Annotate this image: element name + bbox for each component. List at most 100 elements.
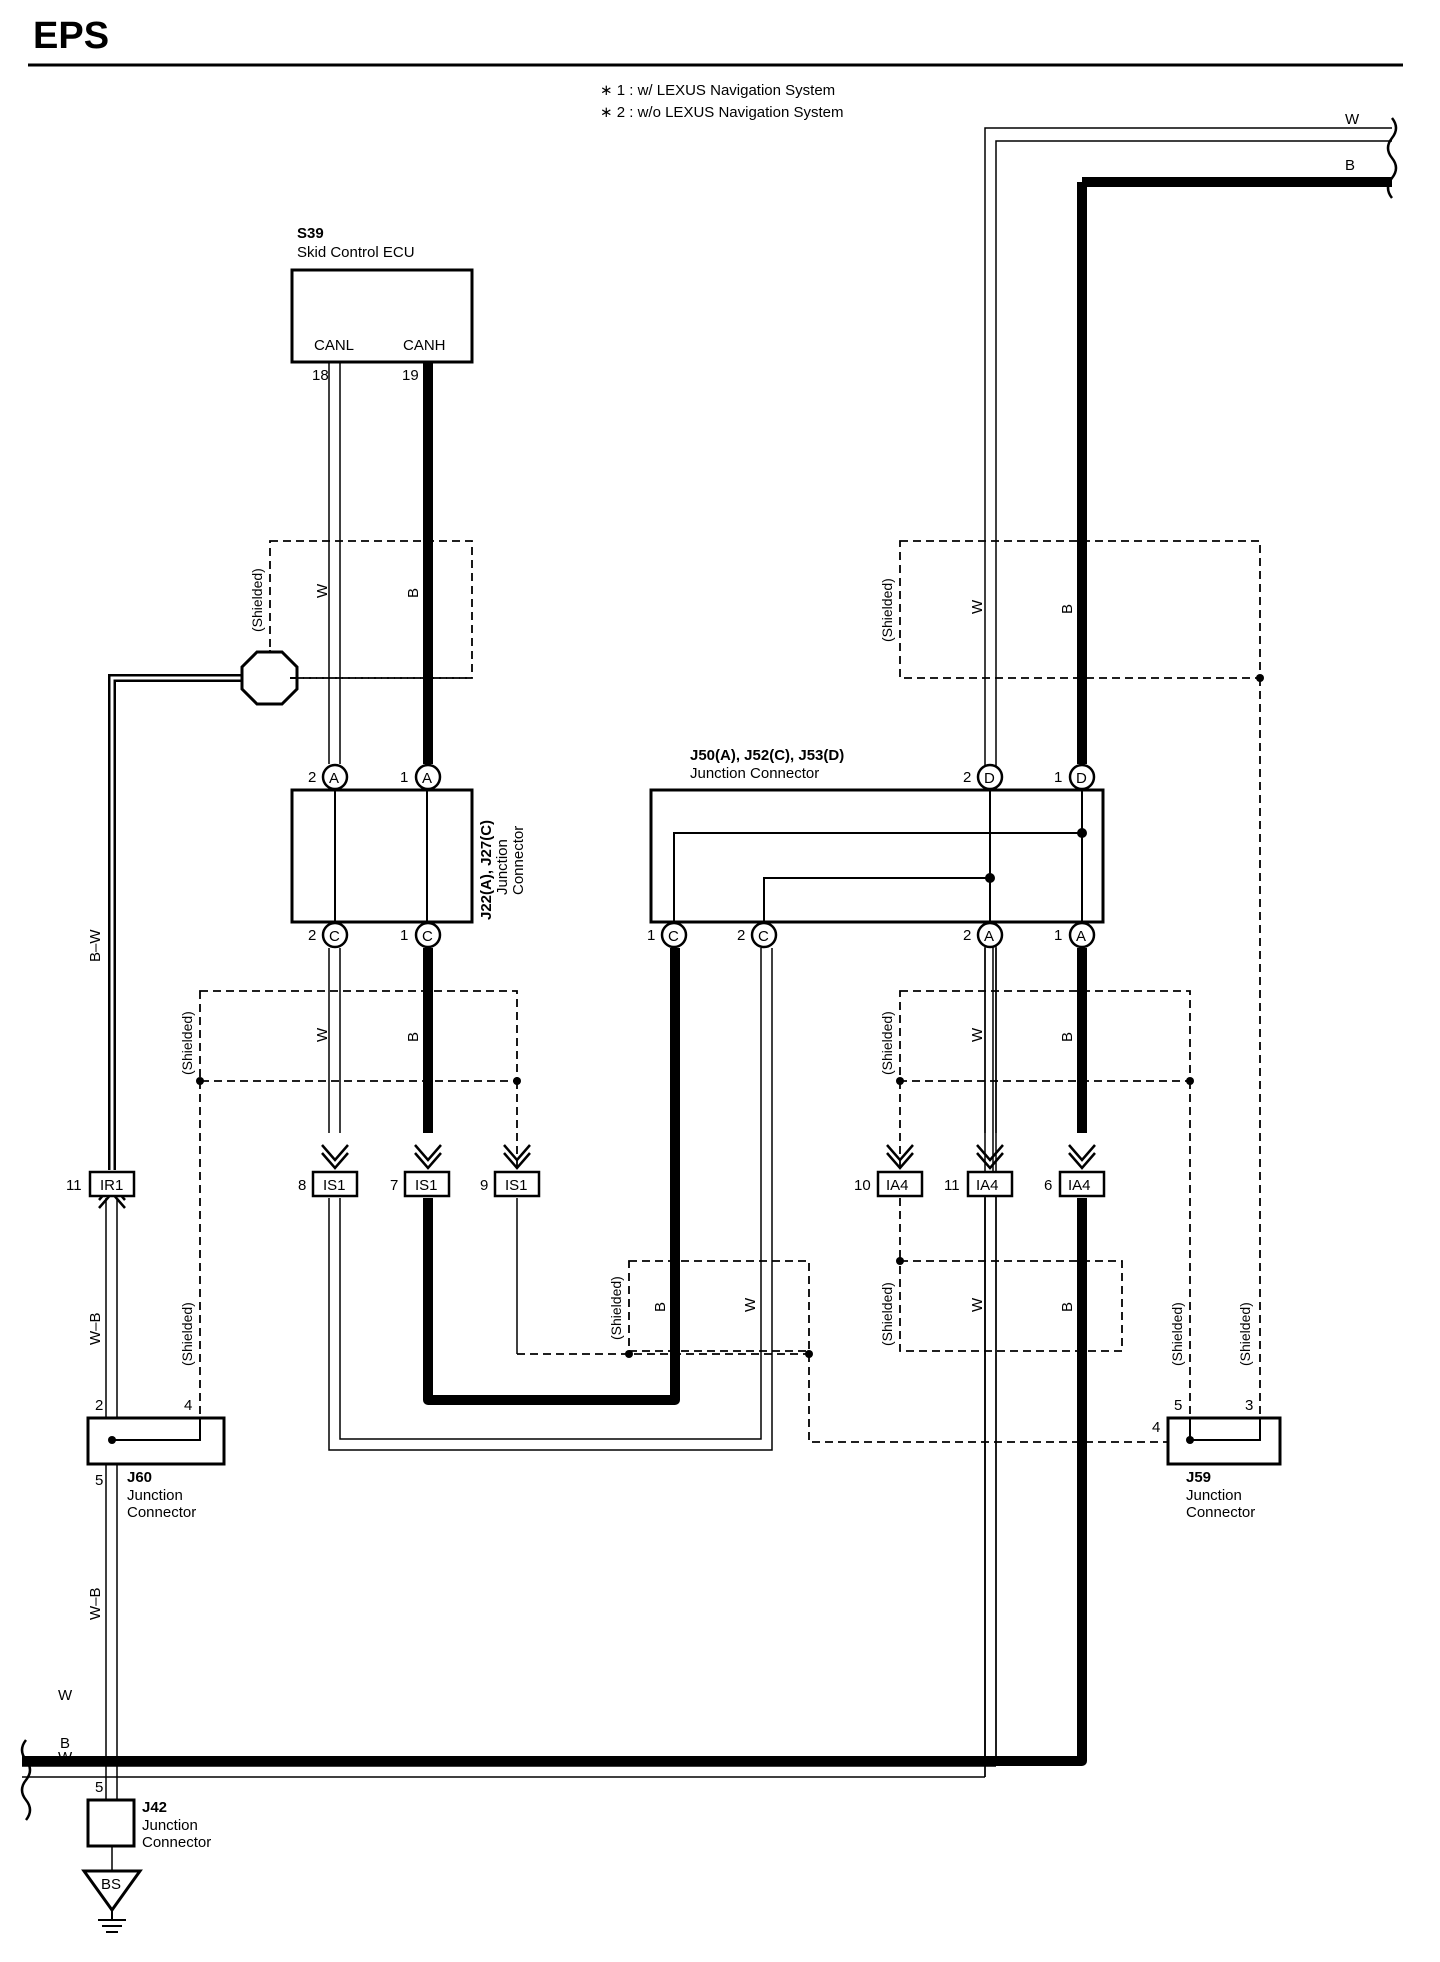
svg-text:(Shielded): (Shielded) <box>879 1282 895 1346</box>
svg-text:W–B: W–B <box>87 1312 104 1345</box>
shields <box>199 540 1261 1443</box>
svg-text:6: 6 <box>1044 1177 1052 1194</box>
svg-text:W: W <box>969 1027 986 1042</box>
svg-text:1: 1 <box>647 927 655 944</box>
thin-wires <box>22 127 1392 1778</box>
shielded-labels: (Shielded) (Shielded) (Shielded) (Shield… <box>179 568 1253 1366</box>
svg-text:(Shielded): (Shielded) <box>179 1302 195 1366</box>
j60-id: J60 <box>127 1469 152 1486</box>
svg-text:IS1: IS1 <box>505 1177 528 1194</box>
s39-id: S39 <box>297 225 324 242</box>
connector-is1-7 <box>403 1170 451 1198</box>
svg-text:B: B <box>1059 1302 1076 1312</box>
svg-text:1: 1 <box>400 769 408 786</box>
svg-text:5: 5 <box>1174 1397 1182 1414</box>
j22-junction-connector: J22(A), J27(C) Junction Connector <box>290 788 527 924</box>
page-title: EPS <box>33 15 109 57</box>
connector-ir1 <box>88 1170 136 1198</box>
svg-text:B: B <box>1059 1032 1076 1042</box>
s39-pin-19: 19 <box>402 367 419 384</box>
ground-bs: BS <box>81 1869 143 1933</box>
svg-text:W–B: W–B <box>87 1587 104 1620</box>
svg-text:C: C <box>668 928 679 945</box>
svg-text:(Shielded): (Shielded) <box>879 1011 895 1075</box>
j60-junction-connector: 2 4 5 J60 Junction Connector <box>86 1397 226 1521</box>
svg-text:A: A <box>329 770 339 787</box>
s39-pin-18: 18 <box>312 367 329 384</box>
svg-text:(Shielded): (Shielded) <box>879 578 895 642</box>
wire-labels: W B W W B W W B W B W B W B B W W B B–W … <box>58 111 1360 1766</box>
svg-text:A: A <box>984 928 994 945</box>
svg-text:A: A <box>1076 928 1086 945</box>
svg-text:IS1: IS1 <box>415 1177 438 1194</box>
svg-text:C: C <box>758 928 769 945</box>
svg-text:B: B <box>1345 157 1355 174</box>
connector-is1-8 <box>311 1170 359 1198</box>
svg-text:W: W <box>1345 111 1360 128</box>
connector-ia4-11 <box>966 1170 1014 1198</box>
svg-text:W: W <box>742 1297 759 1312</box>
svg-text:B: B <box>1059 604 1076 614</box>
j50-name: Junction Connector <box>690 765 819 782</box>
svg-text:1: 1 <box>400 927 408 944</box>
s39-skid-control-ecu: S39 Skid Control ECU CANL CANH 18 19 <box>290 225 474 384</box>
svg-text:W: W <box>969 1297 986 1312</box>
s39-name: Skid Control ECU <box>297 244 415 261</box>
svg-text:IS1: IS1 <box>323 1177 346 1194</box>
shield-ground-octagon-icon <box>240 650 299 706</box>
svg-text:5: 5 <box>95 1472 103 1489</box>
wb-wire <box>105 1198 118 1810</box>
svg-text:2: 2 <box>308 927 316 944</box>
inline-connectors: IR1 11 IS1 8 IS1 7 IS1 9 IA4 10 IA4 11 I… <box>66 1144 1106 1209</box>
j60-name1: Junction <box>127 1487 183 1504</box>
svg-text:7: 7 <box>390 1177 398 1194</box>
svg-text:D: D <box>1076 770 1087 787</box>
svg-text:A: A <box>422 770 432 787</box>
svg-text:5: 5 <box>95 1779 103 1796</box>
j42-name2: Connector <box>142 1834 211 1851</box>
svg-text:IA4: IA4 <box>1068 1177 1091 1194</box>
thick-wires <box>22 177 1392 1766</box>
svg-text:2: 2 <box>737 927 745 944</box>
j59-name2: Connector <box>1186 1504 1255 1521</box>
svg-text:B: B <box>652 1302 669 1312</box>
svg-text:W: W <box>314 1027 331 1042</box>
s39-pin-canl: CANL <box>314 337 354 354</box>
bottom-b-label: B <box>60 1735 70 1752</box>
svg-text:IA4: IA4 <box>886 1177 909 1194</box>
ground-icon <box>81 1869 143 1913</box>
j50-id: J50(A), J52(C), J53(D) <box>690 747 844 764</box>
svg-text:10: 10 <box>854 1177 871 1194</box>
j60-name2: Connector <box>127 1504 196 1521</box>
svg-text:B–W: B–W <box>87 929 104 962</box>
j59-name1: Junction <box>1186 1487 1242 1504</box>
bottom-w-label: W <box>58 1687 73 1704</box>
j22-name2: Connector <box>510 826 527 895</box>
svg-text:4: 4 <box>184 1397 192 1414</box>
svg-text:2: 2 <box>963 927 971 944</box>
svg-text:(Shielded): (Shielded) <box>608 1276 624 1340</box>
svg-text:4: 4 <box>1152 1419 1160 1436</box>
svg-text:1: 1 <box>1054 769 1062 786</box>
j50-junction-connector: J50(A), J52(C), J53(D) Junction Connecto… <box>649 747 1105 924</box>
svg-text:(Shielded): (Shielded) <box>179 1011 195 1075</box>
svg-text:IR1: IR1 <box>100 1177 123 1194</box>
j22-pins: 2 A 1 A 2 C 1 C <box>308 763 442 949</box>
svg-text:11: 11 <box>66 1177 82 1194</box>
note-1: ∗ 1 : w/ LEXUS Navigation System <box>600 82 835 99</box>
svg-text:9: 9 <box>480 1177 488 1194</box>
svg-text:(Shielded): (Shielded) <box>249 568 265 632</box>
j42-junction-connector: 5 J42 Junction Connector <box>86 1779 211 1871</box>
connector-is1-9 <box>493 1170 541 1198</box>
j22-name1: Junction <box>494 839 511 895</box>
svg-text:BS: BS <box>101 1876 121 1893</box>
svg-text:C: C <box>329 928 340 945</box>
svg-text:IA4: IA4 <box>976 1177 999 1194</box>
svg-text:1: 1 <box>1054 927 1062 944</box>
j50-pins: 2 D 1 D 1 C 2 C 2 A 1 A <box>647 763 1096 949</box>
j42-id: J42 <box>142 1799 167 1816</box>
j59-junction-connector: 5 3 4 J59 Junction Connector <box>1152 1397 1282 1521</box>
svg-text:W: W <box>58 1749 73 1766</box>
note-2: ∗ 2 : w/o LEXUS Navigation System <box>600 104 844 121</box>
